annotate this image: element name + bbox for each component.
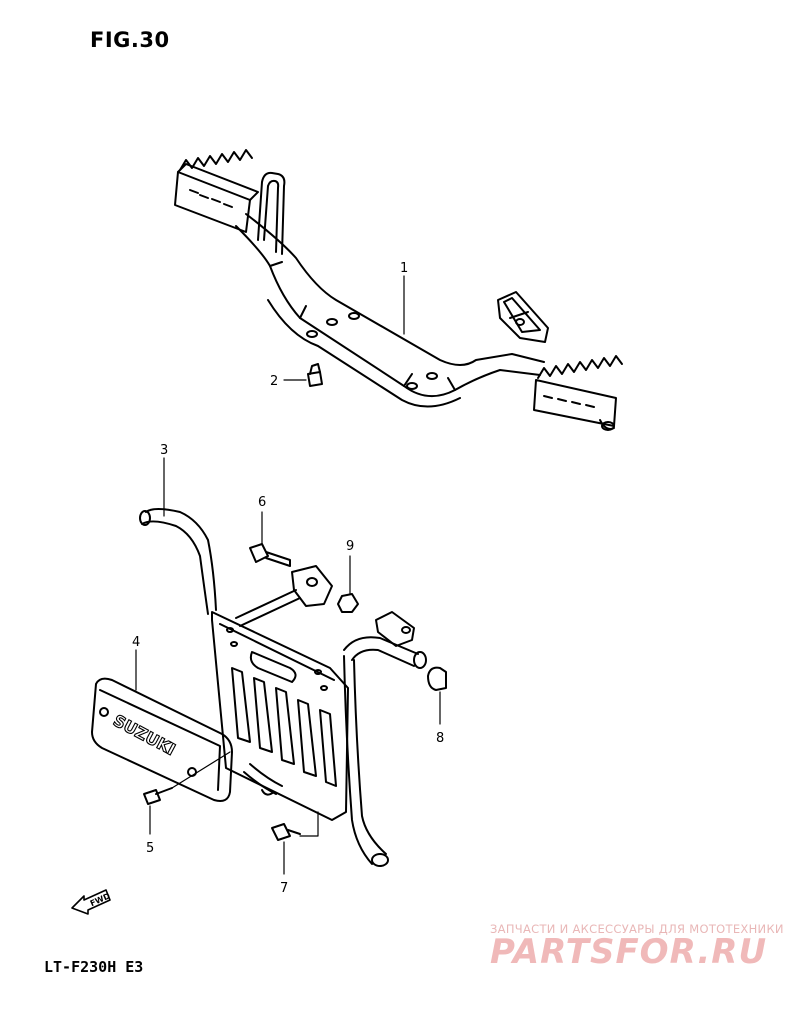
model-label: LT-F230H E3 [44, 958, 144, 976]
leader-lines [135, 275, 441, 875]
bolt-part-5 [143, 751, 231, 805]
suzuki-brand-text: SUZUKI [110, 711, 178, 759]
fwd-arrow-icon [71, 889, 111, 915]
callout-5: 5 [146, 841, 154, 856]
watermark-tagline: ЗАПЧАСТИ И АКСЕССУАРЫ ДЛЯ МОТОТЕХНИКИ [490, 922, 784, 936]
bolt-part-2 [307, 363, 323, 387]
footrest-bar [174, 149, 623, 431]
figure-title: FIG.30 [90, 28, 170, 52]
bolt-part-6 [249, 543, 291, 567]
watermark-logo: PARTSFOR.RU [490, 932, 768, 972]
callout-9: 9 [346, 539, 354, 554]
callout-8: 8 [436, 731, 444, 746]
cap-part-8 [427, 666, 447, 691]
fwd-label: FWD [89, 891, 112, 908]
callout-2: 2 [270, 374, 278, 389]
front-guard-frame [139, 508, 427, 867]
callout-6: 6 [258, 495, 266, 510]
callout-7: 7 [280, 881, 288, 896]
callout-4: 4 [132, 635, 140, 650]
callout-1: 1 [400, 261, 408, 276]
bolt-part-7 [271, 823, 301, 841]
nut-part-9 [337, 593, 359, 613]
callout-3: 3 [160, 443, 168, 458]
